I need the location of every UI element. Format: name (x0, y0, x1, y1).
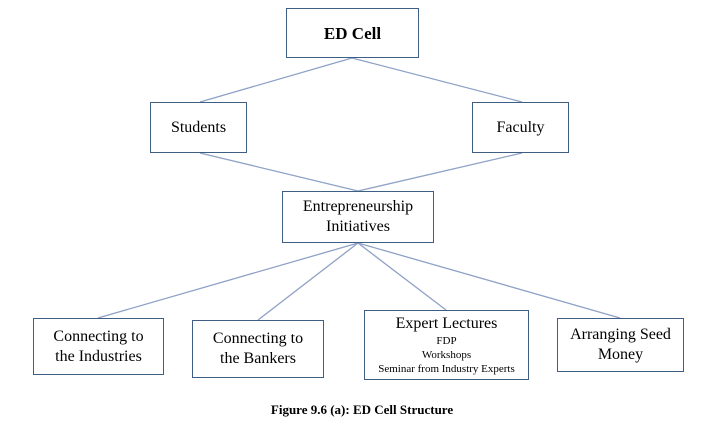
initiatives-line-1: Entrepreneurship (302, 198, 414, 215)
edge-faculty-initiatives (357, 152, 523, 192)
seed-line-1: Arranging Seed (570, 326, 671, 343)
bankers-line-2: the Bankers (220, 350, 296, 367)
edge-initiatives-industries (97, 242, 359, 319)
bankers-line-1: Connecting to (212, 330, 304, 347)
edge-initiatives-lectures (357, 242, 447, 311)
industries-line-1: Connecting to (53, 327, 144, 345)
node-students: Students (150, 102, 247, 153)
node-connecting-industries: Connecting to the Industries (33, 318, 164, 375)
node-connecting-bankers: Connecting to the Bankers (192, 320, 324, 378)
edge-root-students (199, 57, 353, 103)
node-expert-lectures: Expert Lectures FDP Workshops Seminar fr… (364, 310, 529, 380)
edge-initiatives-seed (357, 242, 621, 319)
lectures-item-seminar: Seminar from Industry Experts (378, 363, 515, 375)
node-entrepreneurship-initiatives: Entrepreneurship Initiatives (282, 191, 434, 243)
seed-line-2: Money (597, 346, 644, 363)
lectures-item-fdp: FDP (436, 335, 457, 347)
node-arranging-seed-money: Arranging Seed Money (557, 318, 684, 372)
edge-root-faculty (351, 57, 523, 103)
node-ed-cell: ED Cell (286, 8, 419, 58)
node-students-label: Students (170, 118, 227, 136)
figure-caption: Figure 9.6 (a): ED Cell Structure (270, 402, 454, 417)
node-faculty: Faculty (472, 102, 569, 153)
industries-line-2: the Industries (55, 347, 142, 365)
node-ed-cell-label: ED Cell (323, 23, 382, 43)
initiatives-line-2: Initiatives (326, 218, 390, 235)
lectures-item-workshops: Workshops (421, 349, 472, 361)
edge-initiatives-bankers (257, 242, 359, 321)
node-faculty-label: Faculty (496, 118, 545, 136)
lectures-title: Expert Lectures (395, 315, 498, 332)
edge-students-initiatives (199, 152, 359, 192)
